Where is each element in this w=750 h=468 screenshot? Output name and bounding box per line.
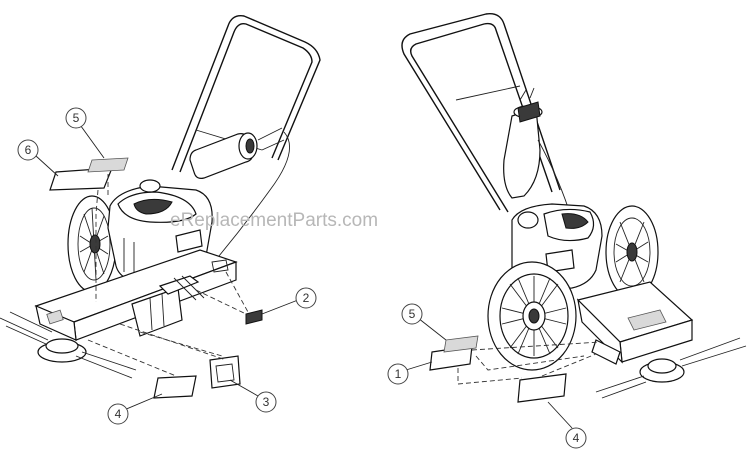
left-trimmer-illustration	[0, 15, 321, 411]
left-wheel	[67, 195, 117, 293]
callout-2-label: 2	[303, 291, 310, 305]
callout-5-left-label: 5	[73, 111, 80, 125]
callout-leader-2	[261, 299, 299, 315]
left-leader-lines	[87, 174, 249, 377]
right-decals	[429, 335, 567, 403]
callout-leader-3	[229, 379, 259, 397]
callout-3-label: 3	[263, 395, 270, 409]
right-leader-lines	[457, 341, 601, 385]
callout-leader-5-left	[77, 121, 105, 159]
callout-4-right-label: 4	[573, 431, 580, 445]
left-decals	[49, 157, 263, 399]
callout-4-right: 4	[565, 427, 587, 449]
callout-leader-4-left	[123, 393, 163, 411]
right-rear-wheel	[605, 205, 659, 299]
left-trimmer-head	[0, 311, 137, 379]
callout-6: 6	[17, 139, 39, 161]
callout-2: 2	[295, 287, 317, 309]
right-trimmer-illustration	[401, 13, 747, 429]
callout-5-right: 5	[401, 303, 423, 325]
callout-leader-5-right	[417, 317, 447, 341]
right-engine	[511, 203, 603, 291]
callout-6-label: 6	[25, 143, 32, 157]
left-throttle-grip	[189, 127, 285, 179]
callout-3: 3	[255, 391, 277, 413]
callout-5-right-label: 5	[409, 307, 416, 321]
watermark-text: eReplacementParts.com	[170, 210, 378, 231]
callout-5-left: 5	[65, 107, 87, 129]
left-cutting-deck	[34, 249, 238, 341]
callout-1: 1	[387, 363, 409, 385]
right-front-wheel	[487, 261, 577, 371]
callout-leader-4-right	[547, 401, 573, 429]
callout-4-left-label: 4	[115, 407, 122, 421]
right-trimmer-head	[595, 337, 747, 399]
callout-1-label: 1	[395, 367, 402, 381]
callout-leader-1	[405, 361, 433, 371]
right-cutting-deck	[576, 281, 694, 365]
callout-leader-6	[35, 155, 59, 177]
callout-4-left: 4	[107, 403, 129, 425]
right-throttle-grip	[503, 87, 543, 199]
